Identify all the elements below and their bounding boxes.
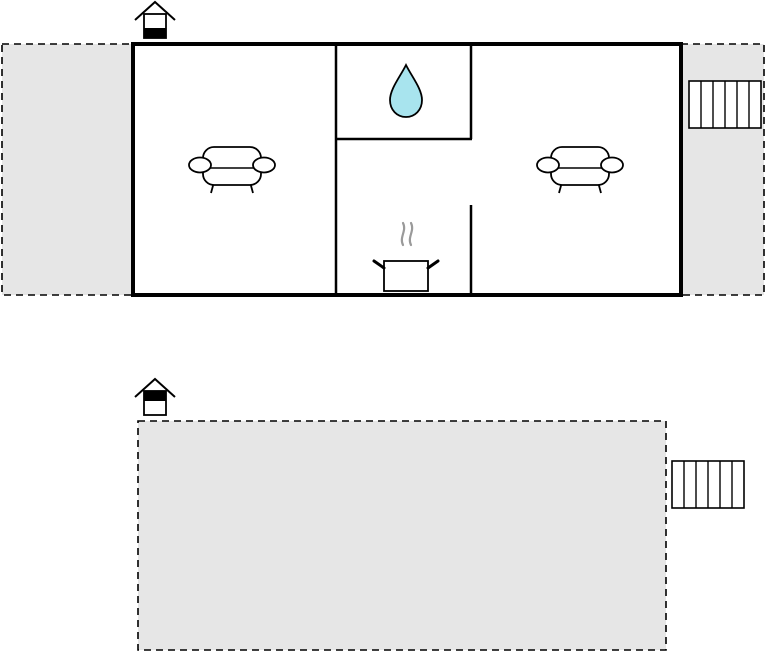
cooking-pot-icon xyxy=(372,221,440,292)
sofa-icon xyxy=(536,146,624,194)
sofa-icon xyxy=(188,146,276,194)
stairs-icon xyxy=(688,80,762,129)
ground-floor xyxy=(1,0,765,297)
stairs-icon xyxy=(671,460,745,509)
house-level-icon xyxy=(134,377,176,416)
house-level-icon xyxy=(134,0,176,39)
water-drop-icon xyxy=(389,62,423,118)
upper-floor xyxy=(134,377,745,651)
open-area xyxy=(137,420,667,651)
terrace-left xyxy=(1,43,134,296)
